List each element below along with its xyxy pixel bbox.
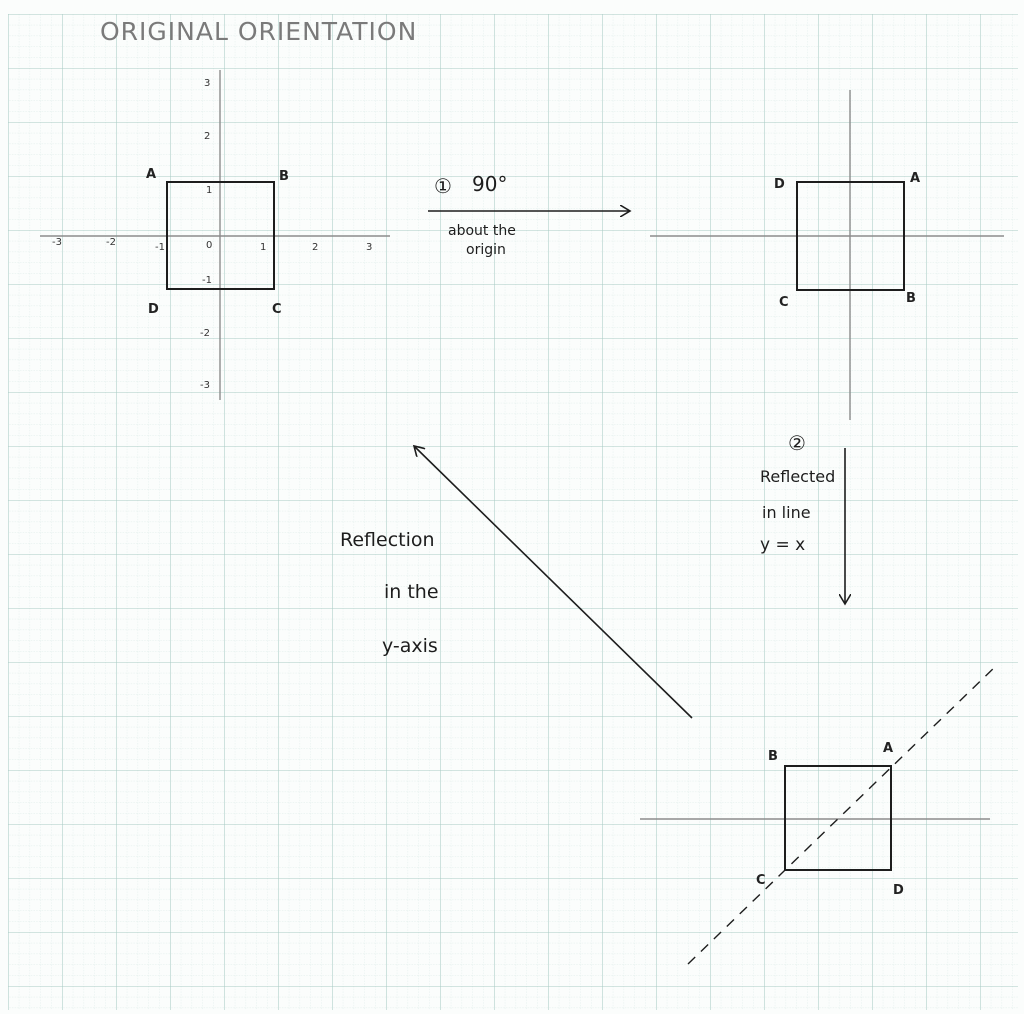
vertex-label-D: D [148,302,159,317]
step2-annotation: ② Reflected in line y = x [760,431,845,604]
tick-x-neg2: -2 [106,237,116,248]
tick-y-neg2: -2 [200,328,210,339]
grid-major [8,14,1018,1010]
original-square: A B C D [146,167,289,317]
tick-x-neg3: -3 [52,237,62,248]
rotated-square-group: D A C B [650,90,1004,420]
rotated-vertex-B: B [906,291,916,306]
rotated-square-outline [796,181,905,291]
step1-number: ① [434,174,452,198]
tick-x-neg1: -1 [155,242,165,253]
step1-note-line1: about the [448,223,516,239]
tick-y-1: 1 [206,185,212,196]
reflected-vertex-A: A [883,741,893,756]
step2-line3: y = x [760,535,805,555]
tick-y-neg1: -1 [202,275,212,286]
reflected-vertex-C: C [756,873,766,888]
rotated-vertex-A: A [910,171,920,186]
vertex-label-A: A [146,167,156,182]
step2-line1: Reflected [760,467,835,486]
vertex-label-B: B [279,169,289,184]
step1-angle: 90° [472,172,507,196]
tick-x-3: 3 [366,242,372,253]
page-title: ORIGINAL ORIENTATION [100,17,417,46]
tick-y-3: 3 [204,78,210,89]
rotated-vertex-C: C [779,295,789,310]
tick-y-neg3: -3 [200,380,210,391]
tick-y-2: 2 [204,131,210,142]
tick-x-2: 2 [312,242,318,253]
step1-note-line2: origin [466,242,506,258]
vertex-label-C: C [272,302,282,317]
step3-line3: y-axis [382,635,438,657]
step3-annotation: Reflection in the y-axis [340,446,693,719]
reflected-square-group: B A C D [640,663,999,965]
tick-origin: 0 [206,240,212,251]
step3-arrow [414,446,693,719]
reflected-square-outline [784,765,892,871]
reflected-vertex-B: B [768,749,778,764]
rotated-vertex-D: D [774,177,785,192]
step2-line2: in line [762,503,811,522]
step3-line1: Reflection [340,529,435,551]
step2-number: ② [788,431,806,455]
tick-x-1: 1 [260,242,266,253]
reflected-vertex-D: D [893,883,904,898]
step3-line2: in the [384,581,439,603]
step1-annotation: ① 90° about the origin [428,172,630,258]
original-axes: -3 -2 -1 0 1 2 3 3 2 1 -1 -2 -3 [40,70,390,400]
original-square-outline [166,181,275,290]
